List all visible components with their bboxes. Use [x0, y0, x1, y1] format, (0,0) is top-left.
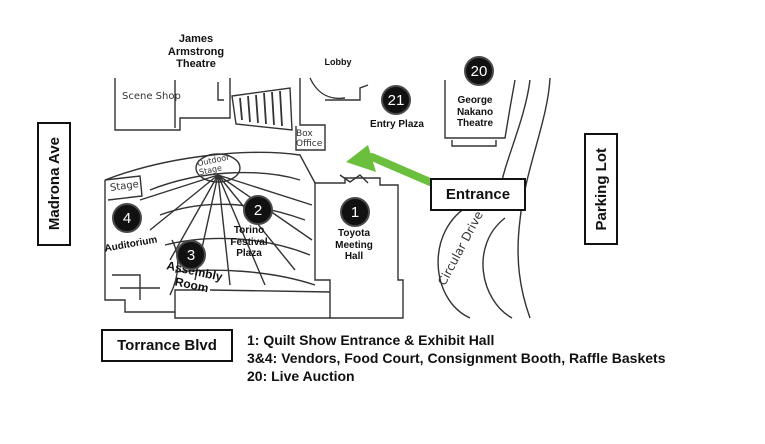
marker-21: 21	[381, 85, 411, 115]
map-legend: 1: Quilt Show Entrance & Exhibit Hall 3&…	[247, 331, 665, 385]
lobby-label: Lobby	[324, 57, 352, 67]
george-nakano-theatre-label: George Nakano Theatre	[456, 95, 494, 129]
marker-3: 3	[176, 240, 206, 270]
box-office-label: Box Office	[296, 129, 323, 149]
entrance-box: Entrance	[430, 178, 526, 211]
madrona-ave-label: Madrona Ave	[45, 137, 63, 231]
toyota-meeting-hall-label: Toyota Meeting Hall	[335, 228, 373, 262]
legend-item: 20: Live Auction	[247, 368, 355, 384]
entrance-arrow	[346, 145, 434, 186]
entrance-label: Entrance	[445, 186, 511, 203]
marker-4: 4	[112, 203, 142, 233]
parking-lot-label: Parking Lot	[592, 147, 610, 231]
madrona-ave-box: Madrona Ave	[37, 122, 71, 246]
torino-festival-plaza-label: Torino Festival Plaza	[230, 225, 268, 259]
parking-lot-box: Parking Lot	[584, 133, 618, 245]
james-armstrong-theatre-label: James Armstrong Theatre	[167, 33, 225, 71]
scene-shop-label: Scene Shop	[122, 91, 181, 102]
legend-item: 3&4: Vendors, Food Court, Consignment Bo…	[247, 350, 666, 366]
torrance-blvd-label: Torrance Blvd	[117, 337, 217, 354]
marker-1: 1	[340, 197, 370, 227]
torrance-blvd-box: Torrance Blvd	[101, 329, 233, 362]
entry-plaza-label: Entry Plaza	[370, 119, 424, 130]
legend-item: 1: Quilt Show Entrance & Exhibit Hall	[247, 332, 495, 348]
marker-20: 20	[464, 56, 494, 86]
marker-2: 2	[243, 195, 273, 225]
